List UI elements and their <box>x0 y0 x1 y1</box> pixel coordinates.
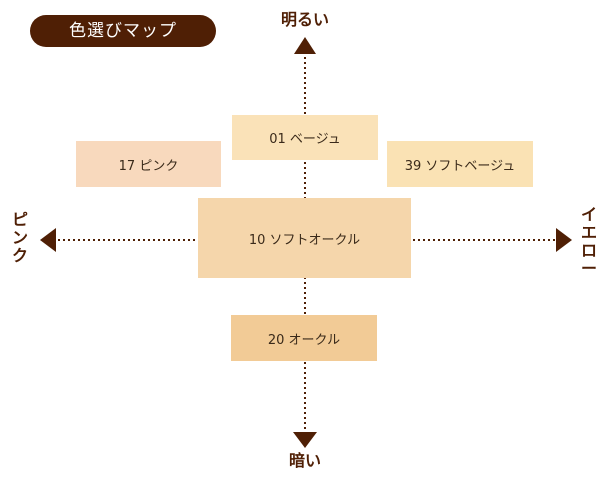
arrow-up-icon <box>294 37 316 54</box>
axis-label-dark: 暗い <box>288 451 322 470</box>
axis-label-yellow: イエロー <box>580 205 597 278</box>
axis-label-bright: 明るい <box>280 10 330 29</box>
arrow-left-icon <box>40 228 56 252</box>
swatch-10-soft-ochre: 10 ソフトオークル <box>198 198 411 278</box>
swatch-17-pink: 17 ピンク <box>76 141 221 187</box>
swatch-20-ochre: 20 オークル <box>231 315 377 361</box>
arrow-right-icon <box>556 228 572 252</box>
swatch-01-beige: 01 ベージュ <box>232 115 378 160</box>
axis-label-pink: ピンク <box>11 210 28 265</box>
swatch-39-soft-beige: 39 ソフトベージュ <box>387 141 533 187</box>
map-title: 色選びマップ <box>30 15 216 47</box>
arrow-down-icon <box>293 432 317 448</box>
